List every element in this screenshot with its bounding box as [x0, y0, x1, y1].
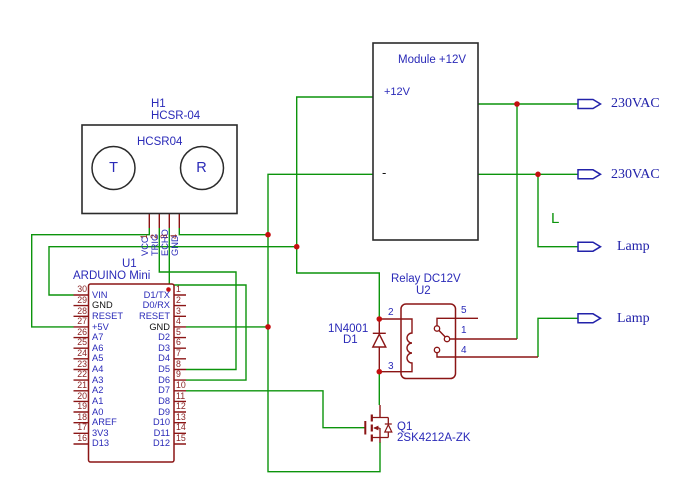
relay-pin-3: 3	[388, 361, 394, 372]
relay-contact-wires	[436, 317, 456, 358]
sensor-pin-num-4: 4	[169, 233, 180, 239]
relay-contact-common	[443, 335, 451, 343]
relay-title: Relay DC12V	[391, 273, 461, 285]
sensor-part: HCSR-04	[151, 110, 201, 122]
relay-coil	[401, 318, 413, 373]
relay-contact-nc	[433, 346, 441, 354]
module-title: Module +12V	[398, 54, 467, 66]
net-label-lamp-2: Lamp	[617, 310, 650, 326]
sensor-receiver-circle	[179, 145, 225, 191]
module-body[interactable]	[372, 42, 479, 241]
diode-ref: D1	[343, 334, 358, 346]
net-label-230vac-2: 230VAC	[611, 166, 660, 182]
relay-pin-4: 4	[461, 345, 467, 356]
sensor-pin-num-2: 2	[149, 233, 160, 239]
diode-value: 1N4001	[328, 323, 369, 335]
mosfet-symbol[interactable]	[364, 414, 393, 442]
pin-stubs	[73, 213, 538, 445]
module-plus-pin-label: +12V	[384, 86, 410, 98]
arduino-part: ARDUINO Mini	[73, 270, 151, 282]
relay-pin-2: 2	[388, 307, 394, 318]
relay-pin-5: 5	[461, 305, 467, 316]
relay-body[interactable]	[400, 303, 457, 380]
arduino-ref: U1	[122, 258, 137, 270]
sensor-r-label: R	[196, 160, 207, 176]
module-minus-pin-label: -	[382, 165, 387, 180]
arduino-pin1-marker	[166, 287, 171, 292]
mosfet-ref: Q1	[397, 421, 413, 433]
connector-flags	[577, 98, 602, 324]
relay-ref: U2	[416, 285, 431, 297]
connector-230vac-2[interactable]	[577, 169, 602, 180]
arduino-body[interactable]	[87, 283, 175, 463]
sensor-ref: H1	[151, 98, 166, 110]
connector-lamp-1[interactable]	[577, 241, 602, 252]
sensor-pin-num-1: 1	[139, 233, 150, 239]
wire-net	[31, 96, 578, 473]
net-label-lamp-1: Lamp	[617, 239, 650, 254]
sensor-transmitter-circle	[91, 145, 136, 191]
relay-contact-no	[433, 325, 441, 332]
sensor-pin-num-3: 3	[159, 233, 170, 239]
net-label-230vac-1: 230VAC	[611, 96, 660, 111]
connector-230vac-1[interactable]	[577, 98, 602, 110]
sensor-t-label: T	[109, 160, 118, 176]
relay-pin-1: 1	[461, 325, 467, 336]
junction-dots	[265, 101, 541, 375]
diode-symbol[interactable]	[371, 332, 387, 348]
sensor-inner-label: HCSR04	[137, 136, 183, 148]
net-label-l: L	[551, 210, 560, 227]
mosfet-value: 2SK4212A-ZK	[397, 432, 471, 444]
connector-lamp-2[interactable]	[577, 313, 602, 324]
